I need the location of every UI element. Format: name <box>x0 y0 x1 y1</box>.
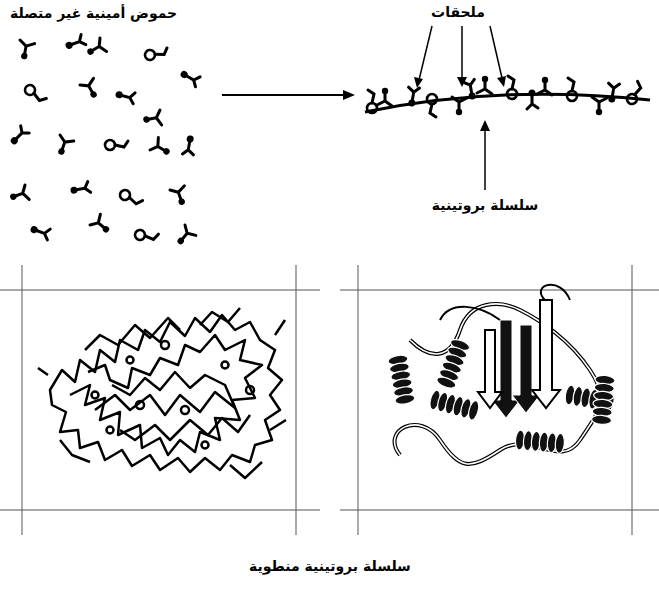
protein-chain <box>365 76 650 117</box>
group-label: حموض أمينية غير متصلة <box>10 4 177 22</box>
frame-lines <box>0 265 659 535</box>
process-arrow <box>222 90 355 100</box>
folded-protein-ribbon <box>387 285 615 464</box>
callout-label: ملحقات <box>431 3 485 21</box>
leader-arrows <box>414 26 506 190</box>
caption: سلسلة بروتينية منطوية <box>249 557 411 575</box>
chain-label: سلسلة بروتينية <box>432 196 538 214</box>
amino-acids <box>8 34 201 248</box>
folded-protein-atoms <box>38 308 286 478</box>
